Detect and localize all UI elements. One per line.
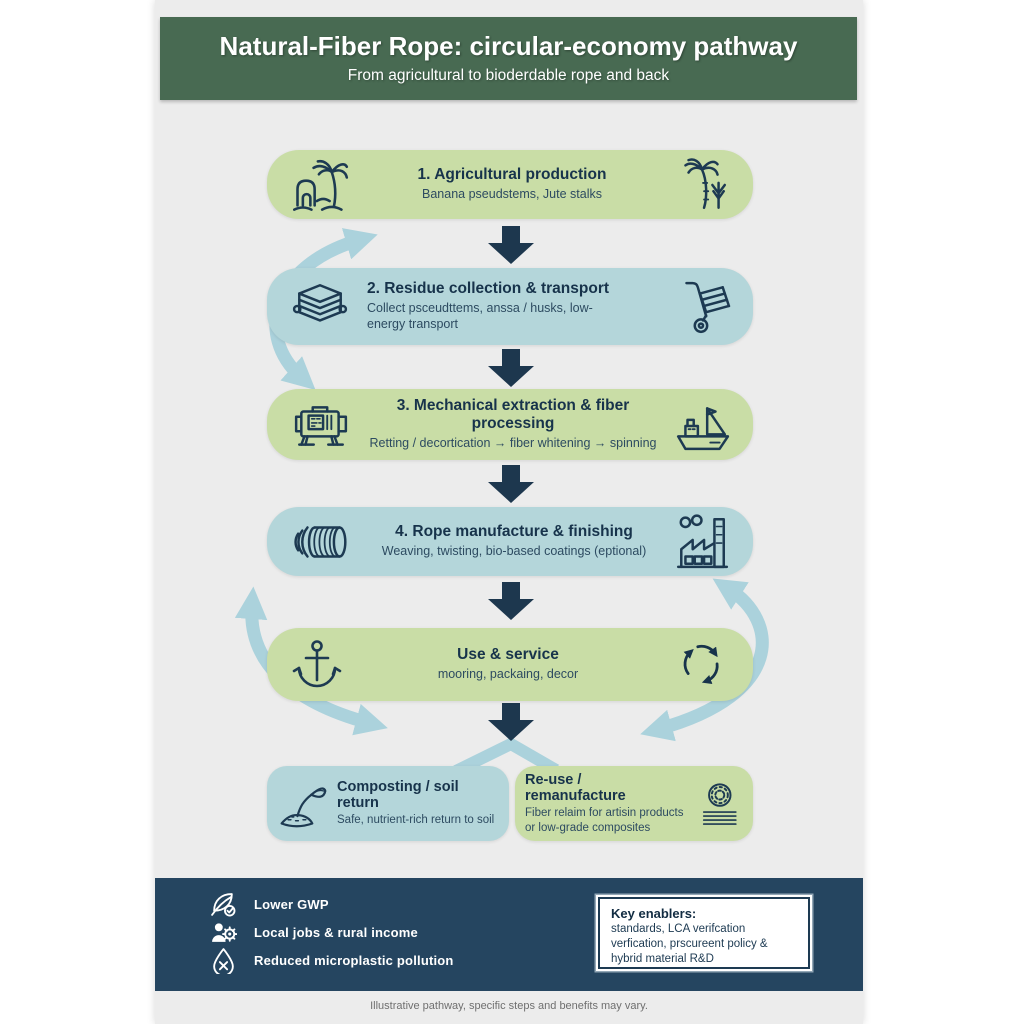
step-title: 4. Rope manufacture & finishing xyxy=(395,523,633,541)
down-arrow-1 xyxy=(488,226,534,264)
factory-icon xyxy=(676,513,729,568)
down-arrow-3 xyxy=(488,465,534,503)
remanufacture-icon xyxy=(702,782,737,825)
benefit-local-jobs: Local jobs & rural income xyxy=(210,921,454,943)
header-banner: Natural-Fiber Rope: circular-economy pat… xyxy=(160,17,857,100)
step-title: 2. Residue collection & transport xyxy=(367,280,610,298)
step-text: 1. Agricultural production Banana pseuds… xyxy=(351,166,673,203)
palm-trees-icon xyxy=(684,157,727,209)
down-arrow-4 xyxy=(488,582,534,620)
step-use-and-service: Use & service mooring, packaing, decor xyxy=(267,628,753,701)
step-subtitle: mooring, packaing, decor xyxy=(437,667,579,682)
infographic-poster: Natural-Fiber Rope: circular-economy pat… xyxy=(155,0,863,1024)
page-subtitle: From agricultural to bioderdable rope an… xyxy=(347,67,670,84)
hand-truck-icon xyxy=(685,281,731,333)
step-text: 4. Rope manufacture & finishing Weaving,… xyxy=(355,523,673,560)
key-enablers-title: Key enablers: xyxy=(611,906,697,921)
page-title: Natural-Fiber Rope: circular-economy pat… xyxy=(219,31,798,61)
step-subtitle: Retting / decortication → fiber whitenin… xyxy=(369,436,657,451)
step-title: 1. Agricultural production xyxy=(417,166,607,184)
benefits-list: Lower GWP Local jobs & rural income Redu… xyxy=(210,892,454,977)
recycle-icon xyxy=(683,644,719,684)
step-text: Use & service mooring, packaing, decor xyxy=(345,646,671,683)
step-text: 2. Residue collection & transport Collec… xyxy=(351,280,673,332)
endbox-subtitle: Fiber relaim for artisin products or low… xyxy=(525,807,684,834)
step-text: 3. Mechanical extraction & fiber process… xyxy=(353,397,673,452)
endbox-title: Composting / soil return xyxy=(337,779,459,812)
benefit-label: Local jobs & rural income xyxy=(254,924,418,940)
step-rope-manufacture: 4. Rope manufacture & finishing Weaving,… xyxy=(267,507,753,576)
sprout-soil-icon xyxy=(280,786,327,827)
droplet-cross-icon xyxy=(213,947,234,974)
step-residue-collection: 2. Residue collection & transport Collec… xyxy=(267,268,753,345)
benefit-lower-gwp: Lower GWP xyxy=(210,892,454,916)
benefit-label: Reduced microplastic pollution xyxy=(254,952,454,968)
benefit-microplastic: Reduced microplastic pollution xyxy=(210,947,454,974)
step-mechanical-extraction: 3. Mechanical extraction & fiber process… xyxy=(267,389,753,460)
down-arrow-5 xyxy=(488,703,534,741)
benefit-label: Lower GWP xyxy=(254,896,329,912)
down-arrow-2 xyxy=(488,349,534,387)
cargo-ship-icon xyxy=(676,406,730,450)
step-title: Use & service xyxy=(457,646,559,664)
farm-barn-icon xyxy=(293,159,349,211)
key-enablers-text: standards, LCA verifcation verfication, … xyxy=(611,923,768,965)
loop-arrow-right xyxy=(640,578,769,742)
leaf-check-icon xyxy=(211,892,236,916)
endbox-text: Re-use / remanufacture Fiber relaim for … xyxy=(525,772,685,835)
endbox-title: Re-use / remanufacture xyxy=(525,772,626,805)
disclaimer-caption: Illustrative pathway, specific steps and… xyxy=(370,1000,648,1012)
key-enablers-box: Key enablers: standards, LCA verifcation… xyxy=(598,897,810,969)
step-title: 3. Mechanical extraction & fiber process… xyxy=(396,397,630,433)
endbox-text: Composting / soil return Safe, nutrient-… xyxy=(337,779,499,827)
step-agricultural-production: 1. Agricultural production Banana pseuds… xyxy=(267,150,753,219)
decorticator-machine-icon xyxy=(294,405,348,446)
flow-arrows-layer xyxy=(234,226,769,777)
rope-coil-icon xyxy=(294,525,347,558)
footer-bar: Lower GWP Local jobs & rural income Redu… xyxy=(155,878,863,991)
anchor-icon xyxy=(292,639,342,687)
step-subtitle: Weaving, twisting, bio-based coatings (e… xyxy=(381,544,647,559)
branch-arrow xyxy=(453,737,560,777)
endbox-reuse: Re-use / remanufacture Fiber relaim for … xyxy=(515,766,753,841)
step-subtitle: Banana pseudstems, Jute stalks xyxy=(422,187,602,202)
endbox-subtitle: Safe, nutrient-rich return to soil xyxy=(337,814,495,827)
fiber-bales-icon xyxy=(292,283,348,322)
step-subtitle: Collect psceudttems, anssa / husks, low-… xyxy=(367,301,593,331)
endbox-composting: Composting / soil return Safe, nutrient-… xyxy=(267,766,509,841)
person-gear-icon xyxy=(212,922,237,942)
